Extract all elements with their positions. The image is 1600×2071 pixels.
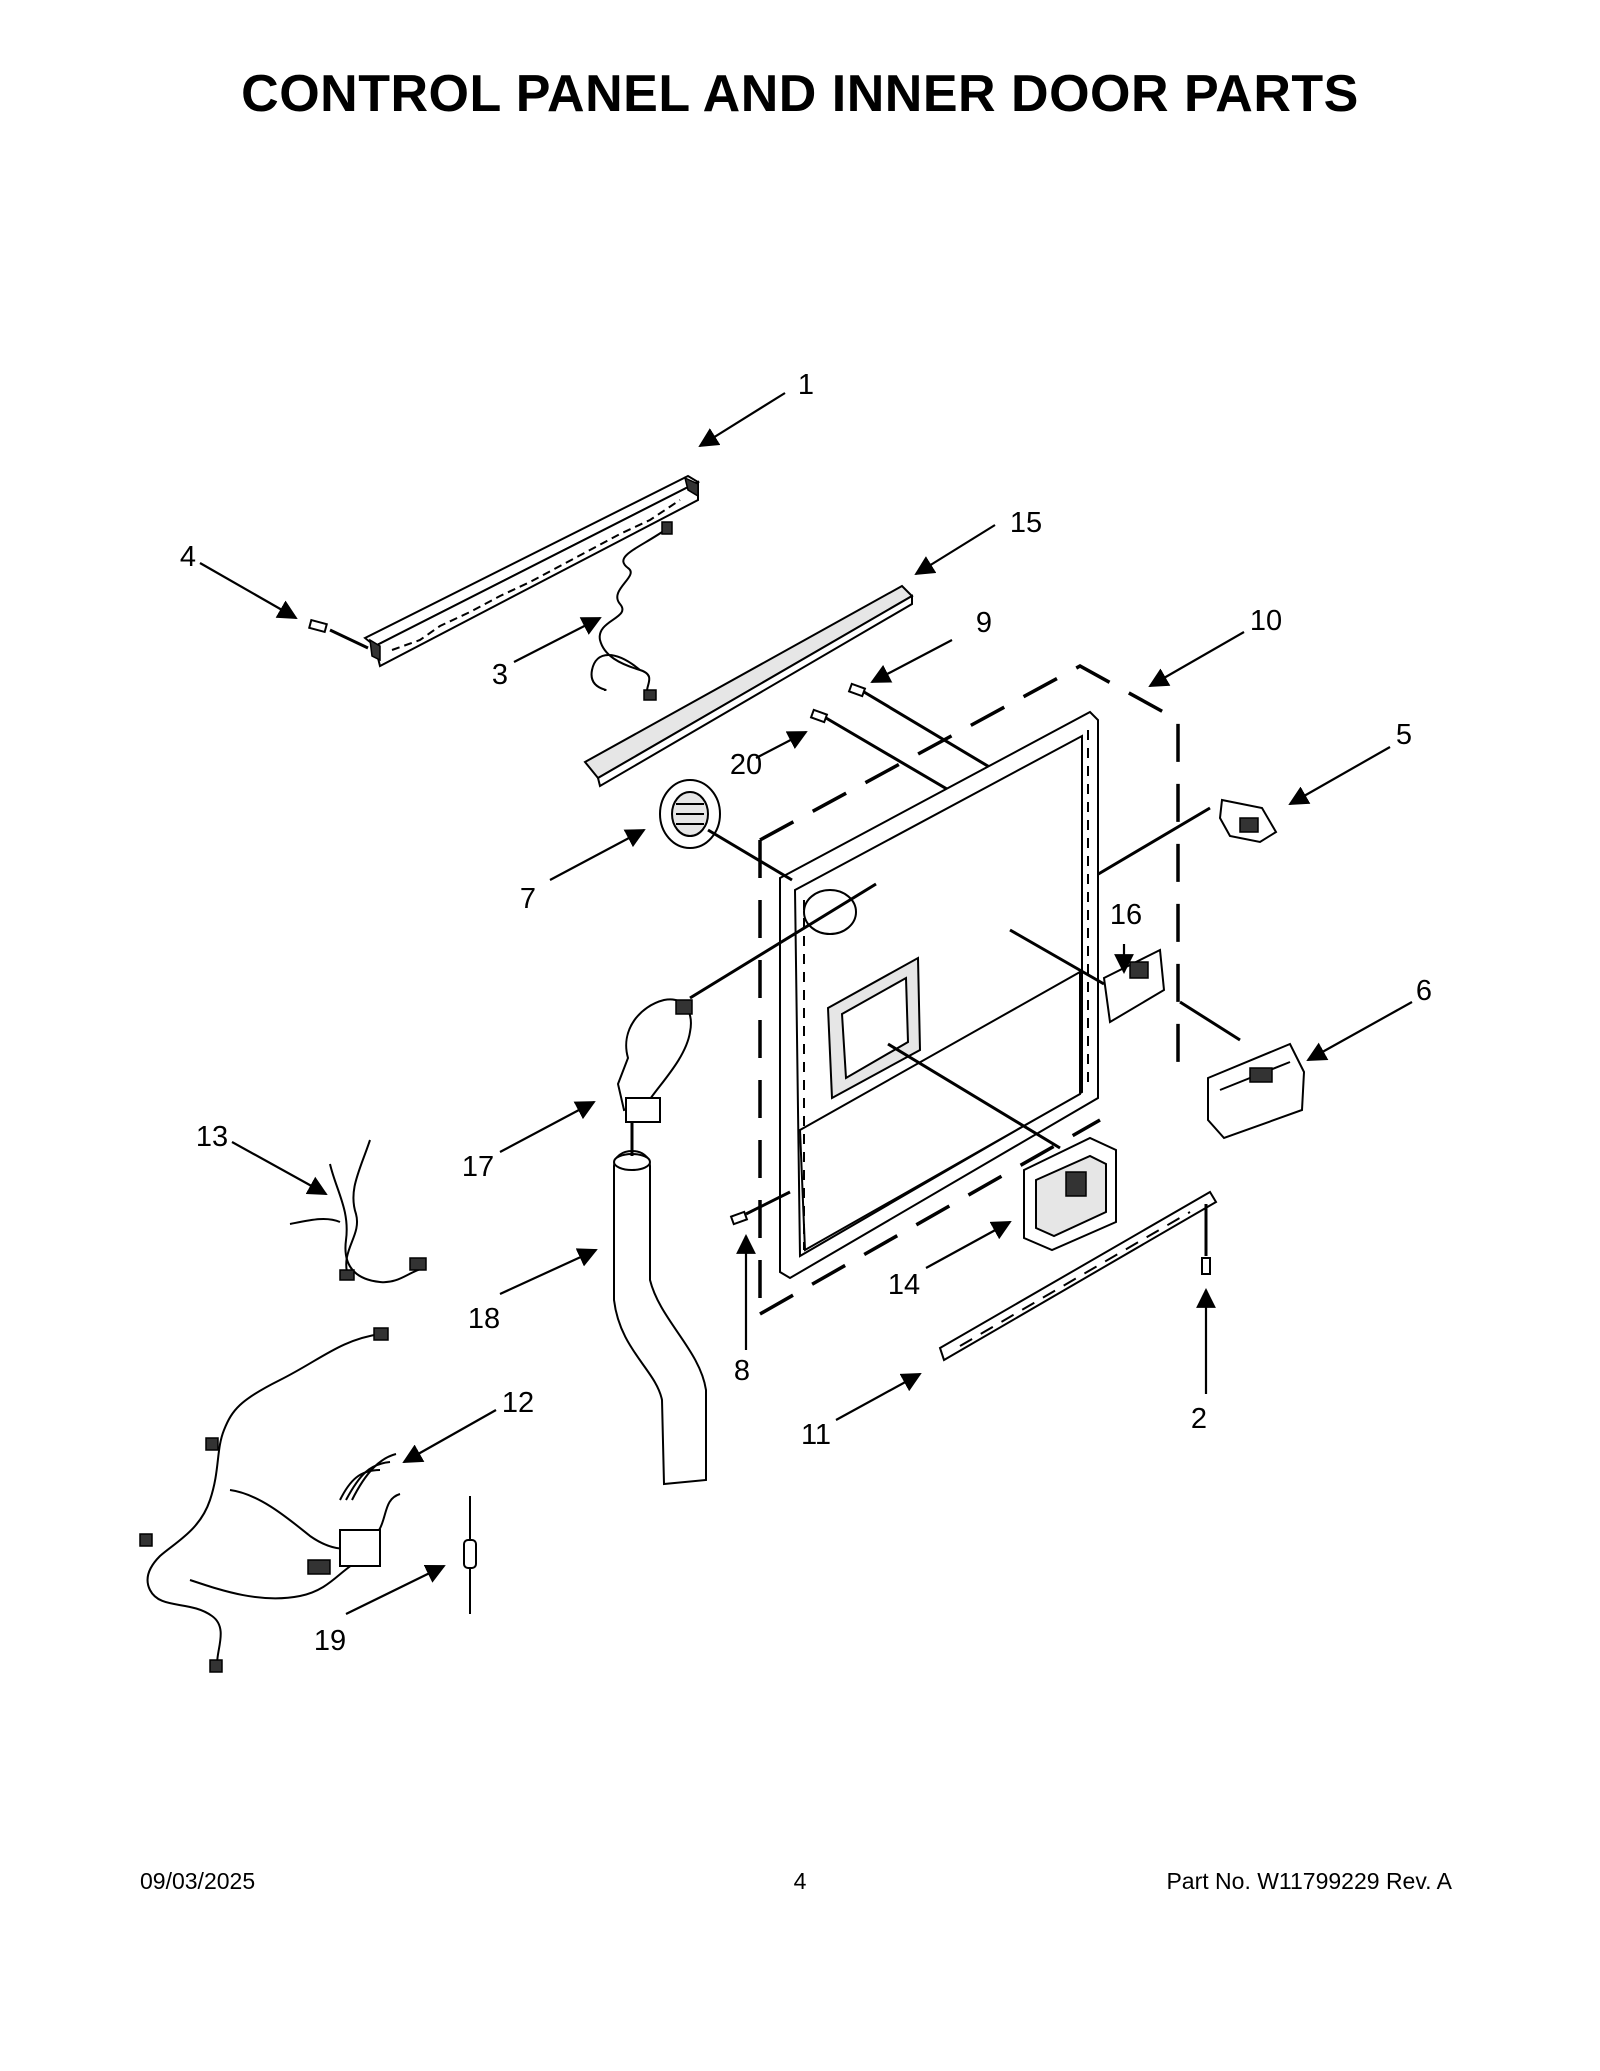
part-18-vent-duct[interactable] xyxy=(613,1150,707,1486)
part-8-screw[interactable] xyxy=(729,1210,749,1226)
page-title: CONTROL PANEL AND INNER DOOR PARTS xyxy=(241,65,1359,123)
part-6-dispenser[interactable] xyxy=(1207,1042,1306,1140)
callout-18: 18 xyxy=(468,1303,500,1335)
part-2-screw[interactable] xyxy=(1201,1257,1211,1275)
callout-6: 6 xyxy=(1416,975,1432,1007)
callout-16: 16 xyxy=(1110,899,1142,931)
part-17-vent-housing[interactable] xyxy=(616,998,693,1123)
part-7-vent[interactable] xyxy=(659,779,721,849)
part-11-bottom-trim[interactable] xyxy=(938,1190,1218,1362)
door-assembly-outline xyxy=(758,664,1180,1316)
callout-12: 12 xyxy=(502,1387,534,1419)
callout-14: 14 xyxy=(888,1269,920,1301)
callout-labels: 1 2 3 4 5 6 7 8 9 10 11 12 13 14 15 16 1… xyxy=(180,369,1432,1657)
part-3-wire-harness[interactable] xyxy=(590,521,673,701)
part-19-thermal-fuse[interactable] xyxy=(463,1496,477,1614)
part-12-main-wire-harness[interactable] xyxy=(139,1327,401,1673)
leader-arrows xyxy=(199,392,1413,1615)
part-10-inner-door[interactable] xyxy=(779,710,1099,1280)
callout-9: 9 xyxy=(976,607,992,639)
part-4-screw[interactable] xyxy=(308,618,328,634)
part-14-control-module[interactable] xyxy=(1023,1136,1117,1252)
callout-13: 13 xyxy=(196,1121,228,1153)
callout-2: 2 xyxy=(1191,1403,1207,1435)
footer-page-number: 4 xyxy=(793,1868,807,1894)
part-9-screw[interactable] xyxy=(847,682,867,698)
callout-3: 3 xyxy=(492,659,508,691)
callout-17: 17 xyxy=(462,1151,494,1183)
callout-10: 10 xyxy=(1250,605,1282,637)
callout-19: 19 xyxy=(314,1625,346,1657)
callout-4: 4 xyxy=(180,541,196,573)
callout-7: 7 xyxy=(520,883,536,915)
part-5-door-latch[interactable] xyxy=(1218,798,1278,844)
callout-1: 1 xyxy=(798,369,814,401)
callout-5: 5 xyxy=(1396,719,1412,751)
callout-11: 11 xyxy=(801,1419,831,1451)
part-16-bracket[interactable] xyxy=(1102,948,1166,1024)
callout-20: 20 xyxy=(730,749,762,781)
callout-15: 15 xyxy=(1010,507,1042,539)
part-15-door-gasket[interactable] xyxy=(583,584,914,788)
callout-8: 8 xyxy=(734,1355,750,1387)
part-13-wire-harness[interactable] xyxy=(289,1139,427,1284)
part-1-control-panel[interactable] xyxy=(363,474,701,668)
part-20-screw[interactable] xyxy=(809,708,829,724)
footer-part-number: Part No. W11799229 Rev. A xyxy=(1166,1868,1452,1894)
footer-date: 09/03/2025 xyxy=(140,1868,256,1894)
